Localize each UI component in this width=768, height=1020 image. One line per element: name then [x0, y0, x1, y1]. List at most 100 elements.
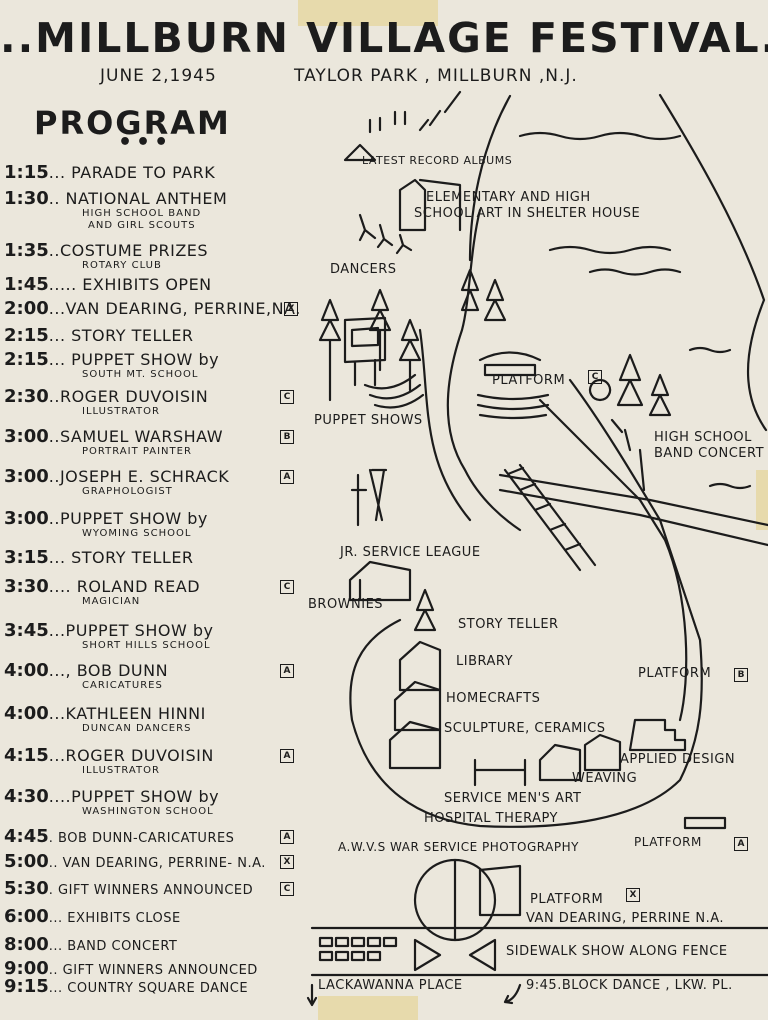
program-subtitle: GRAPHOLOGIST	[82, 486, 173, 497]
arrow-block	[503, 983, 522, 1005]
program-time: 3:45	[4, 620, 49, 641]
program-item: 3:00..JOSEPH E. SCHRACK	[4, 468, 229, 486]
program-location-mark: X	[280, 855, 294, 869]
map-label-hospital: HOSPITAL THERAPY	[424, 811, 558, 826]
water-wave	[518, 131, 682, 141]
program-item: 1:45..... EXHIBITS OPEN	[4, 276, 212, 294]
entrance-gate	[413, 858, 497, 972]
program-subtitle: ILLUSTRATOR	[82, 765, 160, 776]
tree	[368, 288, 392, 372]
program-time: 2:00	[4, 298, 49, 319]
program-text: .. NATIONAL ANTHEM	[48, 189, 228, 208]
park-map	[306, 90, 768, 1007]
tree	[616, 353, 644, 407]
program-item: 3:00..SAMUEL WARSHAW	[4, 428, 223, 446]
program-text: ... COUNTRY SQUARE DANCE	[48, 981, 249, 996]
map-label-platform-c: PLATFORM	[492, 373, 566, 388]
program-item: 3:45...PUPPET SHOW by	[4, 622, 213, 640]
program-text: ..., BOB DUNN	[48, 661, 169, 680]
program-subtitle: WYOMING SCHOOL	[82, 528, 192, 539]
program-location-mark: C	[280, 580, 294, 594]
program-subtitle: DUNCAN DANCERS	[82, 723, 192, 734]
mark-c: C	[588, 370, 602, 384]
program-time: 2:15	[4, 325, 49, 346]
program-item: 6:00... EXHIBITS CLOSE	[4, 908, 181, 926]
tree	[460, 268, 480, 312]
program-time: 2:15	[4, 349, 49, 370]
program-time: 3:30	[4, 576, 49, 597]
program-text: ...PUPPET SHOW by	[48, 621, 214, 640]
sculpture-building	[388, 720, 442, 770]
path-diagonal-inner	[538, 398, 688, 722]
program-text: ...KATHLEEN HINNI	[48, 704, 206, 723]
program-location-mark: B	[280, 430, 294, 444]
path-horizontal	[498, 488, 768, 547]
water-wave	[708, 482, 752, 490]
benches	[476, 393, 550, 420]
map-label-platform-b: PLATFORM	[638, 666, 712, 681]
program-location-mark: A	[280, 664, 294, 678]
program-location-mark: X	[284, 302, 298, 316]
program-text: ...VAN DEARING, PERRINE,NA.	[48, 299, 301, 318]
program-text: ...ROGER DUVOISIN	[48, 746, 214, 765]
program-time: 4:15	[4, 745, 49, 766]
program-item: 9:00.. GIFT WINNERS ANNOUNCED	[4, 960, 258, 978]
festival-location: TAYLOR PARK , MILLBURN ,N.J.	[294, 66, 578, 86]
program-text: .... ROLAND READ	[48, 577, 201, 596]
program-text: ..JOSEPH E. SCHRACK	[48, 467, 230, 486]
entrance-circle	[413, 858, 497, 942]
program-time: 1:15	[4, 162, 49, 183]
water-wave	[548, 245, 672, 255]
program-item: 4:30....PUPPET SHOW by	[4, 788, 219, 806]
map-label-hs-band-1: HIGH SCHOOL	[654, 430, 752, 445]
arrow-lackawanna	[306, 983, 318, 1007]
map-label-records: LATEST RECORD ALBUMS	[362, 154, 513, 167]
program-time: 9:15	[4, 976, 49, 997]
hill-line-left	[468, 94, 512, 262]
benches	[363, 373, 425, 409]
water-wave	[688, 346, 732, 354]
program-location-mark: A	[280, 749, 294, 763]
program-subtitle: PORTRAIT PAINTER	[82, 446, 192, 457]
map-label-homecrafts: HOMECRAFTS	[446, 691, 541, 706]
program-text: ..SAMUEL WARSHAW	[48, 427, 224, 446]
program-item: 4:15...ROGER DUVOISIN	[4, 747, 214, 765]
map-label-library: LIBRARY	[456, 654, 514, 669]
program-subtitle: MAGICIAN	[82, 596, 141, 607]
program-item: 8:00... BAND CONCERT	[4, 936, 177, 954]
program-subtitle: SHORT HILLS SCHOOL	[82, 640, 211, 651]
program-subtitle: ILLUSTRATOR	[82, 406, 160, 417]
fence	[310, 926, 768, 977]
program-item: 4:00..., BOB DUNN	[4, 662, 168, 680]
map-label-platform-x: PLATFORM	[530, 892, 604, 907]
program-subtitle: ROTARY CLUB	[82, 260, 162, 271]
program-subtitle: SOUTH MT. SCHOOL	[82, 369, 199, 380]
program-subtitle: CARICATURES	[82, 680, 163, 691]
program-text: . BOB DUNN-CARICATURES	[48, 831, 235, 846]
program-time: 2:30	[4, 386, 49, 407]
program-time: 1:45	[4, 274, 49, 295]
program-item: 2:30..ROGER DUVOISIN	[4, 388, 208, 406]
service-frame	[473, 758, 527, 787]
program-text: ... STORY TELLER	[48, 548, 194, 567]
poster-title: ..MILLBURN VILLAGE FESTIVAL..	[0, 14, 768, 62]
program-text: ..PUPPET SHOW by	[48, 509, 208, 528]
map-label-jr-service: JR. SERVICE LEAGUE	[340, 545, 481, 560]
path-diagonal	[349, 378, 703, 828]
program-time: 3:00	[4, 508, 49, 529]
program-text: ..... EXHIBITS OPEN	[48, 275, 212, 294]
platform-stage	[478, 351, 542, 377]
map-label-weaving: WEAVING	[572, 771, 638, 786]
homecrafts-building	[393, 680, 442, 732]
program-item: 5:00.. VAN DEARING, PERRINE- N.A.	[4, 853, 266, 871]
map-label-brownies: BROWNIES	[308, 597, 384, 612]
program-time: 3:00	[4, 466, 49, 487]
program-location-mark: A	[280, 470, 294, 484]
water-wave	[588, 268, 682, 276]
program-dots: •••	[118, 130, 173, 155]
puppet-stage	[343, 316, 387, 387]
program-item: 2:15... STORY TELLER	[4, 327, 194, 345]
platform-x-stage	[478, 864, 522, 917]
program-item: 2:15... PUPPET SHOW by	[4, 351, 219, 369]
program-time: 4:00	[4, 660, 49, 681]
